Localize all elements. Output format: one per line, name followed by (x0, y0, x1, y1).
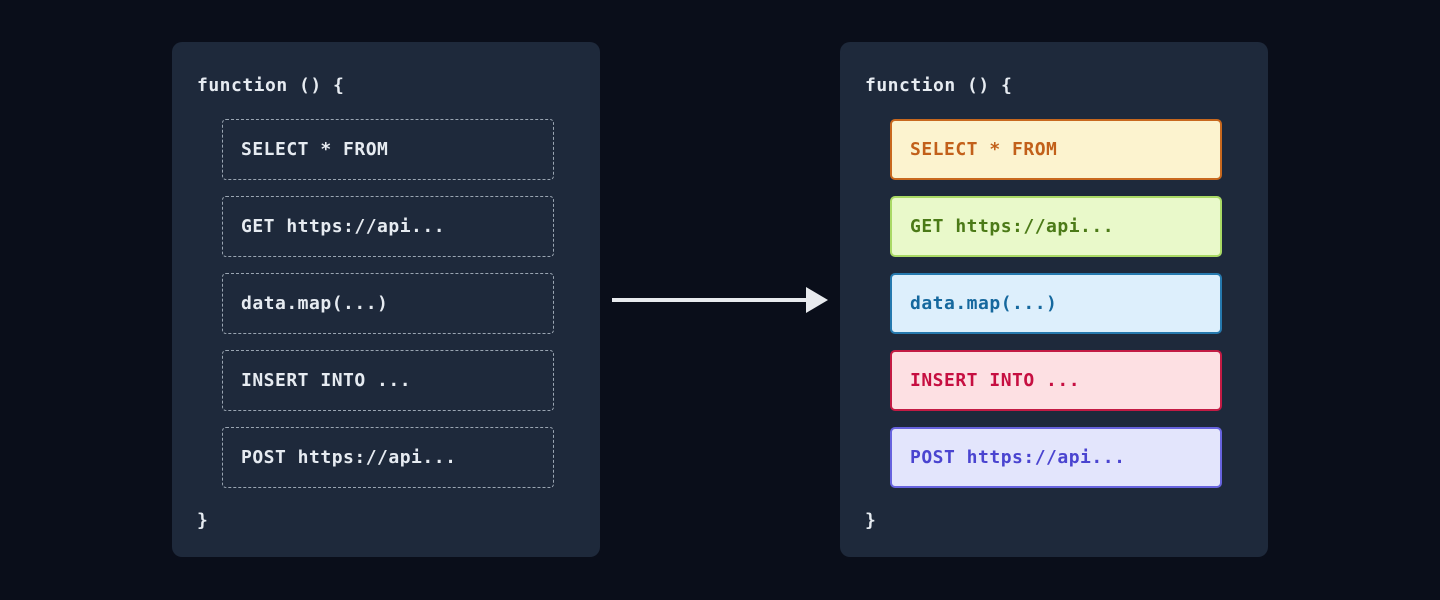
code-panel-before: function () { SELECT * FROM GET https://… (172, 42, 600, 557)
code-box-post-highlighted: POST https://api... (890, 427, 1222, 488)
code-box-get: GET https://api... (222, 196, 554, 257)
arrow-right-icon (612, 285, 828, 315)
code-box-insert-highlighted: INSERT INTO ... (890, 350, 1222, 411)
function-close-line: } (865, 510, 877, 531)
code-box-label: POST https://api... (241, 447, 457, 468)
code-box-post: POST https://api... (222, 427, 554, 488)
code-box-insert: INSERT INTO ... (222, 350, 554, 411)
code-box-map-highlighted: data.map(...) (890, 273, 1222, 334)
code-box-label: INSERT INTO ... (910, 370, 1081, 391)
code-box-label: SELECT * FROM (910, 139, 1058, 160)
code-box-label: data.map(...) (910, 293, 1058, 314)
code-box-label: INSERT INTO ... (241, 370, 412, 391)
code-box-label: data.map(...) (241, 293, 389, 314)
code-box-label: POST https://api... (910, 447, 1126, 468)
code-box-map: data.map(...) (222, 273, 554, 334)
code-box-label: GET https://api... (910, 216, 1115, 237)
code-box-select: SELECT * FROM (222, 119, 554, 180)
code-box-get-highlighted: GET https://api... (890, 196, 1222, 257)
code-panel-after: function () { SELECT * FROM GET https://… (840, 42, 1268, 557)
function-open-line: function () { (865, 75, 1013, 96)
function-close-line: } (197, 510, 209, 531)
code-box-label: SELECT * FROM (241, 139, 389, 160)
code-box-list-after: SELECT * FROM GET https://api... data.ma… (890, 119, 1222, 488)
code-box-select-highlighted: SELECT * FROM (890, 119, 1222, 180)
function-open-line: function () { (197, 75, 345, 96)
code-box-list-before: SELECT * FROM GET https://api... data.ma… (222, 119, 554, 488)
code-box-label: GET https://api... (241, 216, 446, 237)
